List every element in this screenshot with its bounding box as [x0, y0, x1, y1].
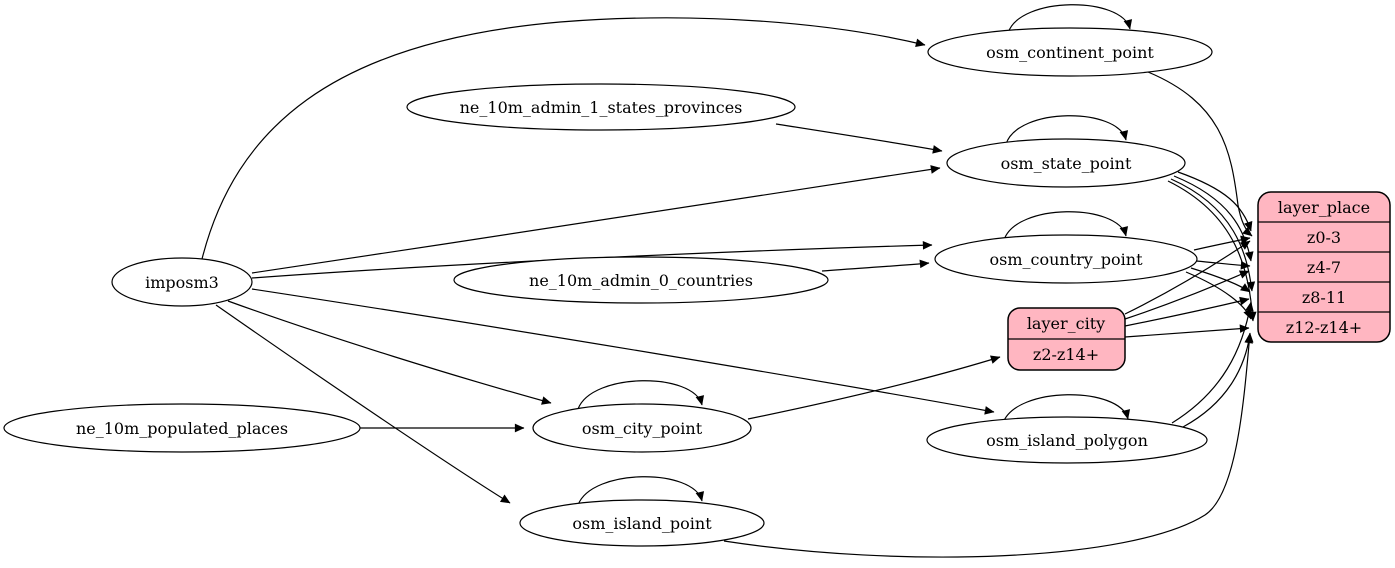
edge-osm_city_point-layer_city	[747, 355, 1001, 420]
node-layer_place-row-z4-7: z4-7	[1307, 258, 1341, 277]
node-imposm3-label: imposm3	[145, 273, 219, 292]
node-ne_10m_admin_0_countries: ne_10m_admin_0_countries	[453, 256, 829, 304]
node-osm_island_polygon-label: osm_island_polygon	[986, 431, 1148, 450]
edge-layer_city-layer_place-z12-z14	[1124, 324, 1250, 338]
node-osm_city_point-label: osm_city_point	[582, 419, 703, 438]
node-ne_10m_admin_1_states_provinces: ne_10m_admin_1_states_provinces	[406, 83, 796, 131]
node-imposm3-shape	[111, 257, 253, 307]
edges	[201, 4, 1257, 558]
node-osm_island_point-shape	[519, 499, 765, 547]
node-imposm3: imposm3	[111, 257, 253, 307]
node-layer_city-title: layer_city	[1027, 314, 1105, 333]
edge-osm_city_point-self	[577, 380, 705, 410]
edge-osm_island_polygon-layer_place-z12-z14	[1182, 333, 1253, 428]
node-osm_country_point-label: osm_country_point	[989, 250, 1143, 269]
node-layer_place-title: layer_place	[1278, 198, 1370, 217]
node-osm_island_polygon: osm_island_polygon	[926, 416, 1208, 464]
node-osm_island_polygon-shape	[926, 416, 1208, 464]
node-osm_continent_point-label: osm_continent_point	[986, 43, 1154, 62]
edge-layer_city-layer_place-z4-7	[1124, 270, 1250, 320]
edge-imposm3-osm_state_point	[251, 165, 941, 274]
node-layer_place-row-z12-z14: z12-z14+	[1286, 318, 1362, 337]
node-osm_state_point-label: osm_state_point	[1001, 154, 1132, 173]
node-ne_10m_admin_1_states_provinces-label: ne_10m_admin_1_states_provinces	[460, 98, 743, 117]
edge-ne_10m_admin_1_states_provinces-osm_state_point	[775, 123, 943, 154]
edge-osm_island_point-self	[577, 476, 705, 506]
node-ne_10m_admin_1_states_provinces-shape	[406, 83, 796, 131]
node-osm_city_point-shape	[532, 403, 752, 453]
node-layer_place: layer_place z0-3 z4-7 z8-11 z12-z14+	[1257, 191, 1391, 343]
edge-osm_state_point-self	[1005, 115, 1129, 145]
node-ne_10m_populated_places: ne_10m_populated_places	[3, 403, 361, 453]
edge-imposm3-osm_island_polygon	[251, 288, 995, 415]
node-osm_country_point-shape	[934, 234, 1198, 284]
node-layer_place-row-z8-11: z8-11	[1302, 288, 1346, 307]
node-ne_10m_admin_0_countries-label: ne_10m_admin_0_countries	[529, 271, 753, 290]
node-osm_continent_point-shape	[927, 27, 1213, 77]
edge-osm_country_point-layer_place-z4-7	[1195, 260, 1251, 270]
edge-imposm3-osm_continent_point	[201, 17, 926, 260]
edge-imposm3-osm_city_point	[227, 300, 552, 405]
edge-osm_country_point-layer_place-z0-3	[1193, 235, 1251, 251]
node-osm_state_point-shape	[946, 138, 1186, 188]
node-osm_island_point-label: osm_island_point	[572, 514, 712, 533]
edge-layer_city-layer_place-z8-11	[1124, 296, 1250, 327]
node-layer_city: layer_city z2-z14+	[1007, 307, 1126, 371]
edge-ne_10m_admin_0_countries-osm_country_point	[821, 259, 930, 272]
node-ne_10m_populated_places-shape	[3, 403, 361, 453]
node-layer_place-row-z0-3: z0-3	[1307, 228, 1341, 247]
node-osm_continent_point: osm_continent_point	[927, 27, 1213, 77]
node-osm_country_point: osm_country_point	[934, 234, 1198, 284]
node-osm_island_point: osm_island_point	[519, 499, 765, 547]
node-ne_10m_populated_places-label: ne_10m_populated_places	[76, 419, 288, 438]
node-osm_city_point: osm_city_point	[532, 403, 752, 453]
edge-osm_island_polygon-layer_place-z8-11	[1171, 301, 1254, 424]
edge-osm_state_point-layer_place-z8-11	[1170, 178, 1256, 292]
node-ne_10m_admin_0_countries-shape	[453, 256, 829, 304]
edge-osm_island_polygon-self	[1002, 394, 1131, 424]
node-layer_city-row-z2-z14: z2-z14+	[1033, 345, 1099, 364]
edge-layer_city-layer_place-z0-3	[1124, 240, 1251, 315]
edge-osm_country_point-layer_place-z8-11	[1190, 267, 1251, 293]
node-osm_state_point: osm_state_point	[946, 138, 1186, 188]
edge-osm_country_point-self	[1003, 211, 1129, 241]
edge-osm_continent_point-self	[1007, 4, 1133, 34]
edge-imposm3-osm_island_point	[215, 304, 511, 504]
edge-osm_island_point-layer_place-z12-z14	[723, 332, 1254, 558]
edge-osm_state_point-layer_place-z0-3	[1177, 171, 1253, 232]
edge-osm_state_point-layer_place-z4-7	[1173, 175, 1254, 262]
node-layer_place-shape	[1257, 191, 1391, 343]
edge-osm_country_point-layer_place-z12-z14	[1185, 271, 1252, 320]
